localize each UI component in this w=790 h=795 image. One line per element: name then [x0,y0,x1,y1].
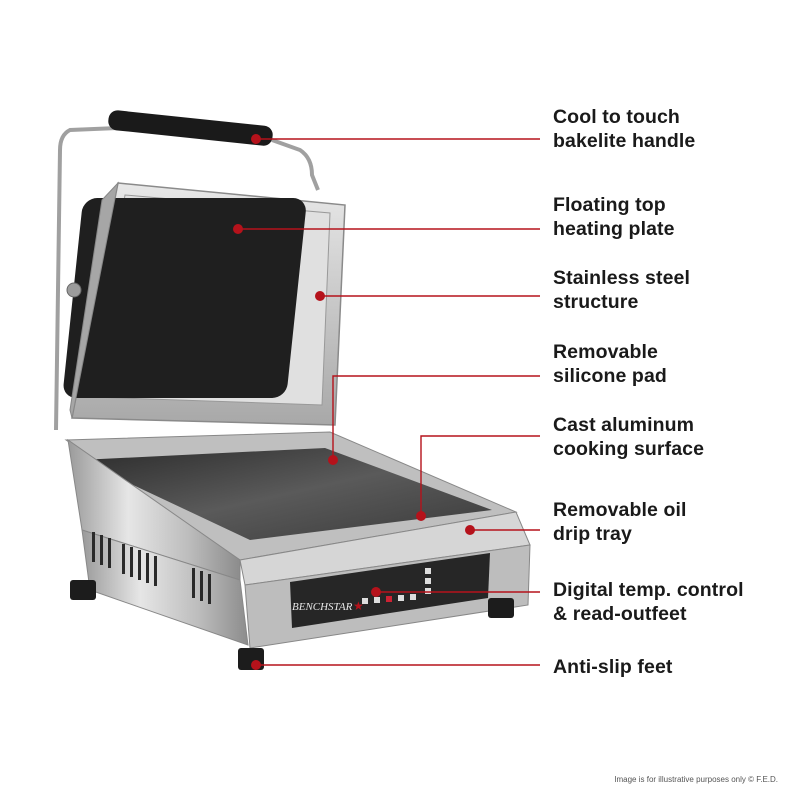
cooking-surface [80,448,492,540]
callout-lines [238,138,540,666]
bakelite-handle [108,110,273,146]
control-panel [290,553,490,628]
grill-base [64,431,531,670]
callout-feet: Anti-slip feet [553,656,673,678]
brand-star-icon: ★ [353,599,364,613]
callout-digital-control: Digital temp. control& read-outfeet [553,579,744,625]
top-heating-plate [63,198,306,398]
brand-logo: BENCHSTAR [292,601,353,613]
handle-arm [54,110,320,431]
illustrative-footnote: Image is for illustrative purposes only … [614,775,778,784]
callout-dots [233,134,475,670]
top-lid [63,181,346,426]
